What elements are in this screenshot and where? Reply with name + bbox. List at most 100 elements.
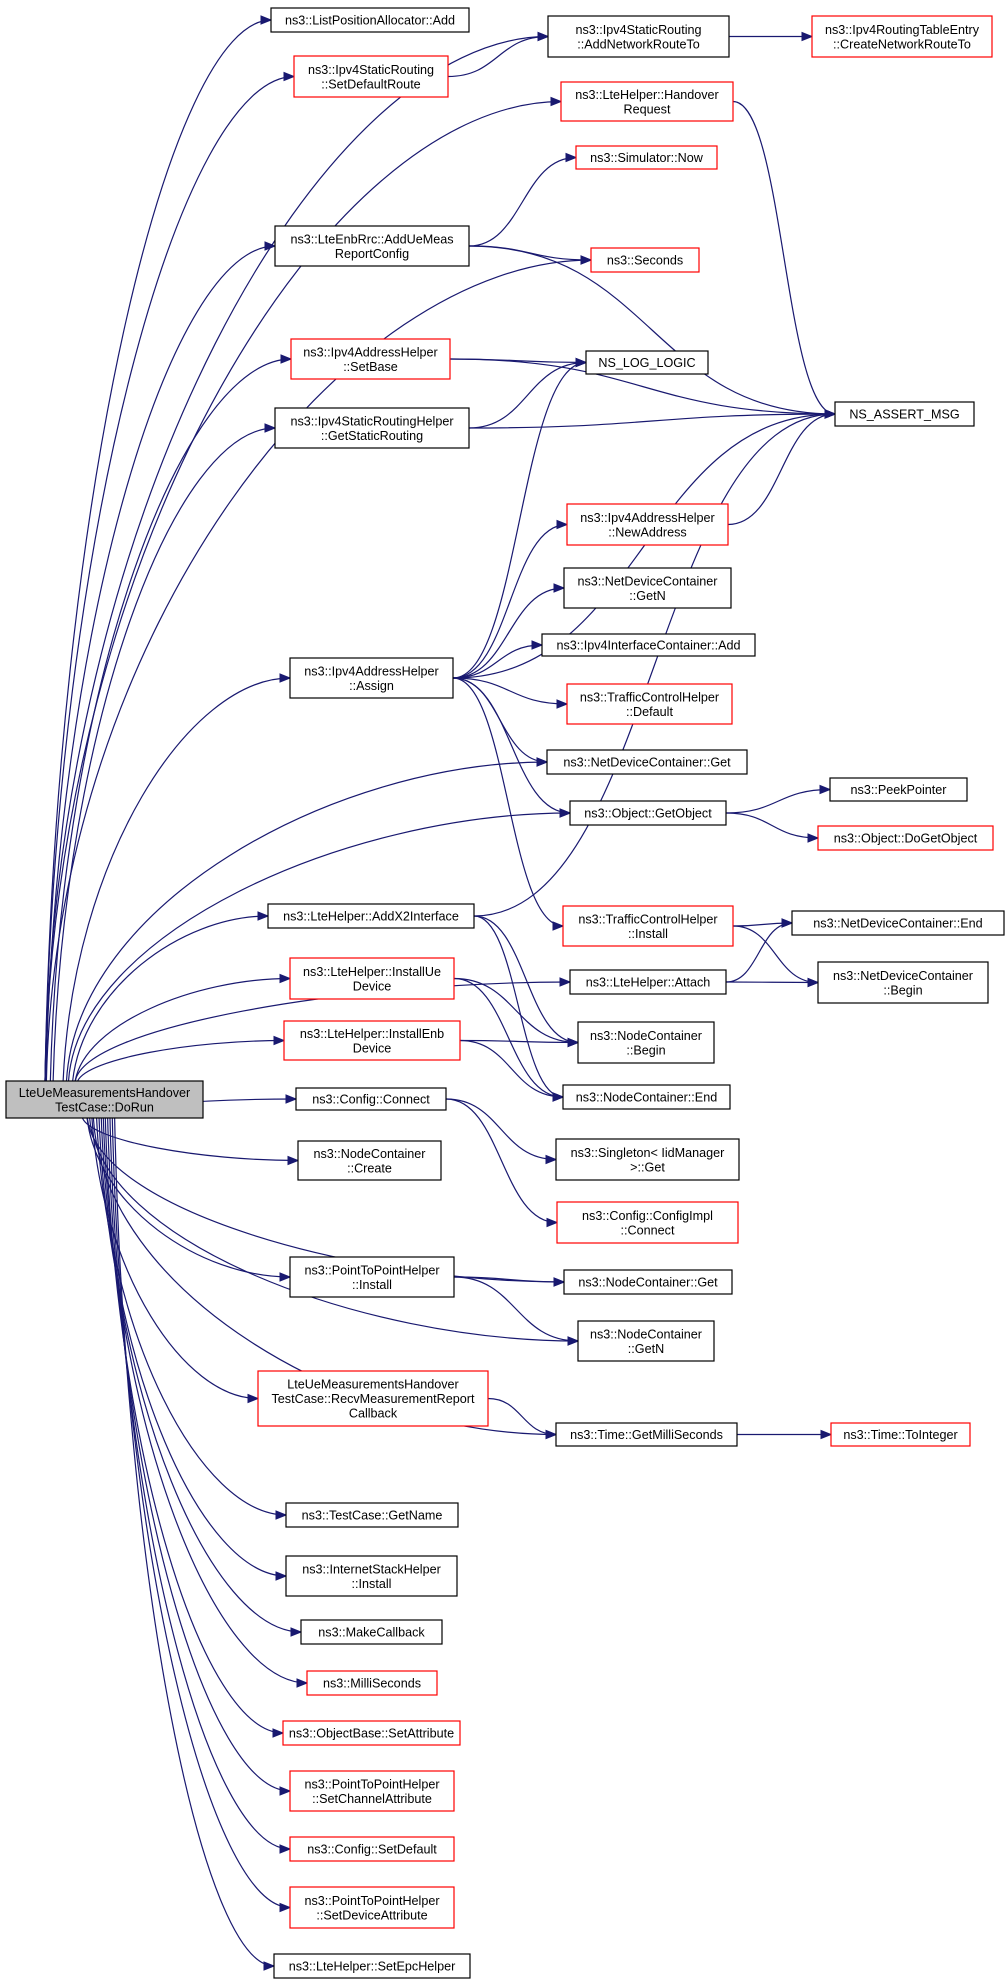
function-node-n46[interactable]: ns3::PointToPointHelper::SetChannelAttri…: [289, 1770, 455, 1812]
function-node-n38[interactable]: LteUeMeasurementsHandoverTestCase::RecvM…: [257, 1370, 489, 1427]
call-edge-n15-n23: [452, 677, 565, 931]
call-edge-line: [74, 977, 291, 1082]
function-node-n20[interactable]: ns3::PeekPointer: [829, 777, 968, 802]
node-layer: LteUeMeasurementsHandoverTestCase::DoRun…: [5, 7, 1005, 1979]
function-node-n44[interactable]: ns3::MilliSeconds: [306, 1670, 438, 1696]
function-node-n48[interactable]: ns3::PointToPointHelper::SetDeviceAttrib…: [289, 1886, 455, 1929]
node-label: ns3::Object::DoGetObject: [834, 832, 978, 846]
node-box: [306, 1670, 438, 1696]
node-label: ns3::LteHelper::SetEpcHelper: [289, 1960, 456, 1974]
call-edge-root-n43: [100, 1117, 303, 1637]
call-edge-n15-n19: [452, 677, 572, 818]
function-node-n36[interactable]: ns3::NodeContainer::Get: [563, 1269, 733, 1295]
call-edge-line: [91, 1117, 259, 1400]
call-edge-root-n1: [44, 15, 273, 1082]
call-edge-root-n12: [52, 423, 277, 1082]
function-node-n2[interactable]: ns3::Ipv4StaticRouting::SetDefaultRoute: [293, 55, 449, 98]
function-node-n19[interactable]: ns3::Object::GetObject: [569, 800, 727, 826]
node-box: [267, 903, 475, 929]
node-label: ns3::TestCase::GetName: [302, 1509, 443, 1523]
function-node-n22[interactable]: ns3::LteHelper::AddX2Interface: [267, 903, 475, 929]
function-node-n18[interactable]: ns3::NetDeviceContainer::Get: [546, 749, 748, 775]
call-edge-line: [445, 1098, 558, 1224]
call-edge-line: [67, 812, 571, 1082]
function-node-n47[interactable]: ns3::Config::SetDefault: [289, 1836, 455, 1862]
node-label: ns3::NodeContainer: [313, 1147, 425, 1161]
node-label: ns3::InternetStackHelper: [302, 1562, 441, 1576]
node-label: ns3::ListPositionAllocator::Add: [285, 14, 455, 28]
function-node-n39[interactable]: ns3::Time::GetMilliSeconds: [555, 1422, 738, 1447]
function-node-n43[interactable]: ns3::MakeCallback: [300, 1619, 443, 1645]
function-node-n10[interactable]: NS_LOG_LOGIC: [585, 350, 709, 375]
call-edge-line: [725, 788, 831, 814]
function-node-n6[interactable]: ns3::Simulator::Now: [575, 145, 718, 170]
node-box: [834, 401, 975, 427]
node-label: Request: [624, 102, 671, 116]
function-node-n13[interactable]: ns3::Ipv4AddressHelper::NewAddress: [566, 503, 729, 546]
call-edge-root-n46: [107, 1117, 292, 1796]
node-label: ::SetChannelAttribute: [312, 1792, 432, 1806]
function-node-n26[interactable]: ns3::LteHelper::Attach: [569, 969, 727, 995]
call-edge-line: [77, 1039, 285, 1082]
arrow-head-icon: [545, 1154, 558, 1165]
arrow-head-icon: [556, 519, 569, 530]
node-label: ns3::NodeContainer::End: [576, 1091, 717, 1105]
function-node-n42[interactable]: ns3::InternetStackHelper::Install: [285, 1555, 458, 1597]
function-node-n49[interactable]: ns3::LteHelper::SetEpcHelper: [273, 1953, 471, 1979]
function-node-n21[interactable]: ns3::Object::DoGetObject: [817, 825, 994, 851]
function-node-n4[interactable]: ns3::Ipv4RoutingTableEntry::CreateNetwor…: [811, 15, 993, 58]
function-node-n23[interactable]: ns3::TrafficControlHelper::Install: [562, 905, 734, 947]
function-node-n40[interactable]: ns3::Time::ToInteger: [830, 1422, 971, 1447]
call-edge-line: [111, 1117, 291, 1909]
node-label: ::Install: [352, 1278, 392, 1292]
function-node-n12[interactable]: ns3::Ipv4StaticRoutingHelper::GetStaticR…: [274, 407, 470, 449]
function-node-n34[interactable]: ns3::Config::ConfigImpl::Connect: [556, 1201, 739, 1244]
arrow-head-icon: [287, 1155, 300, 1166]
node-label: ns3::Ipv4RoutingTableEntry: [825, 23, 980, 37]
call-edge-line: [725, 812, 819, 839]
arrow-head-icon: [546, 1217, 559, 1228]
call-edge-n31-n32: [445, 1098, 558, 1165]
node-label: ns3::TrafficControlHelper: [578, 912, 717, 926]
function-node-n8[interactable]: ns3::Seconds: [590, 247, 700, 273]
function-node-n37[interactable]: ns3::NodeContainer::GetN: [577, 1320, 715, 1362]
function-node-n33[interactable]: ns3::NodeContainer::Create: [297, 1140, 442, 1181]
call-edge-line: [449, 358, 836, 415]
call-edge-root-n49: [114, 1117, 276, 1971]
call-edge-n26-n27: [725, 977, 820, 988]
function-node-n41[interactable]: ns3::TestCase::GetName: [285, 1502, 459, 1528]
function-node-n35[interactable]: ns3::PointToPointHelper::Install: [289, 1256, 455, 1298]
function-node-n32[interactable]: ns3::Singleton< IidManager>::Get: [555, 1138, 740, 1181]
function-node-n14[interactable]: ns3::NetDeviceContainer::GetN: [563, 567, 732, 609]
node-label: NS_ASSERT_MSG: [849, 408, 959, 422]
function-node-n30[interactable]: ns3::NodeContainer::End: [562, 1084, 731, 1110]
node-box: [285, 1502, 459, 1528]
node-label: ns3::Config::SetDefault: [307, 1843, 437, 1857]
function-node-n9[interactable]: ns3::Ipv4AddressHelper::SetBase: [290, 338, 451, 380]
function-node-n11[interactable]: NS_ASSERT_MSG: [834, 401, 975, 427]
function-node-n3[interactable]: ns3::Ipv4StaticRouting::AddNetworkRouteT…: [547, 15, 730, 58]
function-node-n45[interactable]: ns3::ObjectBase::SetAttribute: [282, 1720, 461, 1746]
function-node-n31[interactable]: ns3::Config::Connect: [295, 1087, 447, 1111]
call-edge-n15-n10: [452, 357, 588, 679]
node-label: ns3::ObjectBase::SetAttribute: [289, 1727, 454, 1741]
call-edge-line: [459, 1039, 564, 1098]
call-edge-line: [473, 915, 564, 1098]
function-node-n29[interactable]: ns3::NodeContainer::Begin: [577, 1021, 715, 1064]
function-node-n16[interactable]: ns3::Ipv4InterfaceContainer::Add: [541, 633, 756, 657]
edge-layer: [44, 15, 837, 1971]
function-node-n17[interactable]: ns3::TrafficControlHelper::Default: [566, 683, 733, 725]
function-node-n15[interactable]: ns3::Ipv4AddressHelper::Assign: [289, 657, 454, 699]
call-edge-root-n28: [77, 1035, 286, 1082]
function-node-n27[interactable]: ns3::NetDeviceContainer::Begin: [817, 961, 989, 1004]
node-box: [830, 1422, 971, 1447]
node-label: ns3::LteHelper::Attach: [586, 976, 711, 990]
function-node-n24[interactable]: ns3::NetDeviceContainer::End: [791, 910, 1005, 936]
call-edge-root-n38: [91, 1117, 260, 1404]
function-node-n1[interactable]: ns3::ListPositionAllocator::Add: [270, 7, 470, 33]
